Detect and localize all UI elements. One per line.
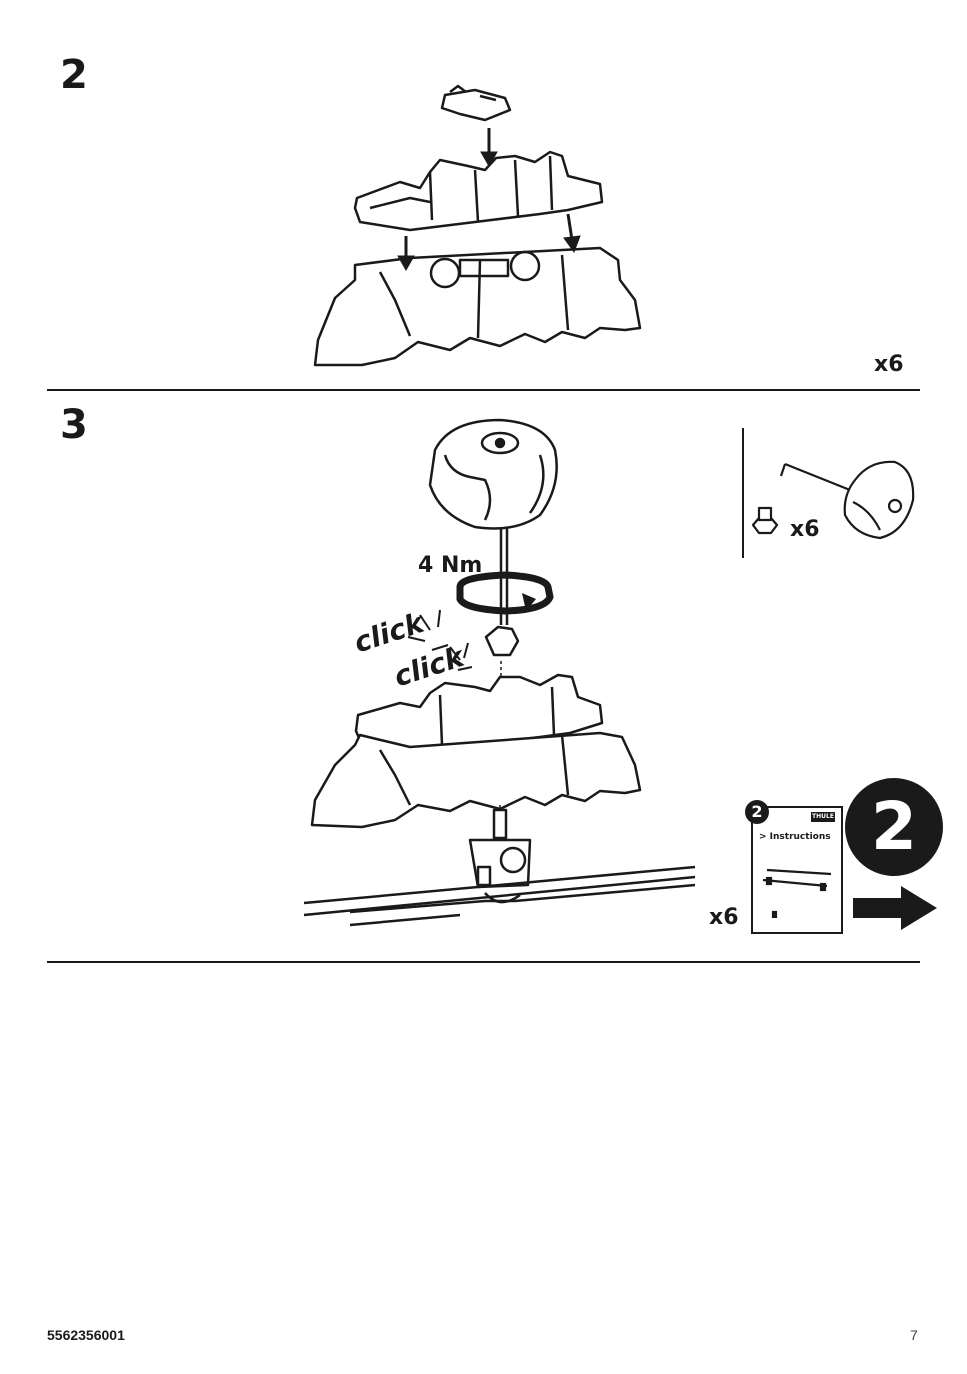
torque-label: 4 Nm [418, 553, 483, 578]
rotate-arrow-icon [456, 571, 554, 615]
down-arrow-icon [563, 213, 581, 254]
clip-insert [440, 84, 512, 122]
step-2-illustration [313, 84, 642, 367]
nut-icon [751, 506, 779, 535]
click-burst [407, 609, 473, 671]
goto-step-badge: 2 [845, 778, 943, 876]
hex-key-icon [779, 460, 915, 540]
page-number: 7 [910, 1327, 918, 1343]
booklet-step-badge: 2 [745, 800, 769, 824]
step-3-illustration [303, 418, 696, 927]
step-3-number: 3 [60, 402, 88, 448]
booklet-title: > Instructions [759, 832, 831, 842]
parts-quantity: x6 [790, 517, 820, 542]
section-divider-bottom [47, 961, 920, 963]
hex-key-icon [428, 418, 558, 625]
down-arrow-icon [397, 236, 415, 272]
brand-logo: THULE [811, 812, 835, 822]
step-2-quantity: x6 [874, 352, 904, 377]
roof-bars-icon [762, 868, 832, 918]
part-number: 5562356001 [47, 1327, 125, 1343]
parts-panel-divider [742, 428, 744, 558]
down-arrow-icon [480, 128, 498, 168]
right-arrow-icon [853, 886, 937, 930]
step-2-number: 2 [60, 52, 88, 98]
parts-illustration [751, 460, 915, 540]
section-divider [47, 389, 920, 391]
adaptor-tray [353, 150, 604, 232]
booklet-quantity: x6 [709, 905, 739, 930]
instruction-booklet: 2 THULE > Instructions [745, 800, 843, 934]
base-foot [313, 246, 642, 367]
